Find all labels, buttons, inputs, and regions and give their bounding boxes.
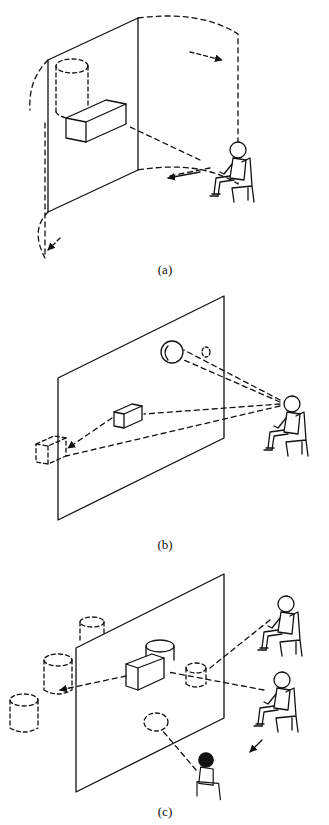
panel-c bbox=[10, 574, 302, 800]
panel-a bbox=[30, 16, 254, 258]
panel-b bbox=[36, 296, 308, 520]
panel-label: (c) bbox=[157, 804, 173, 820]
panel-label: (a) bbox=[157, 262, 173, 278]
panel-label: (b) bbox=[156, 537, 173, 553]
